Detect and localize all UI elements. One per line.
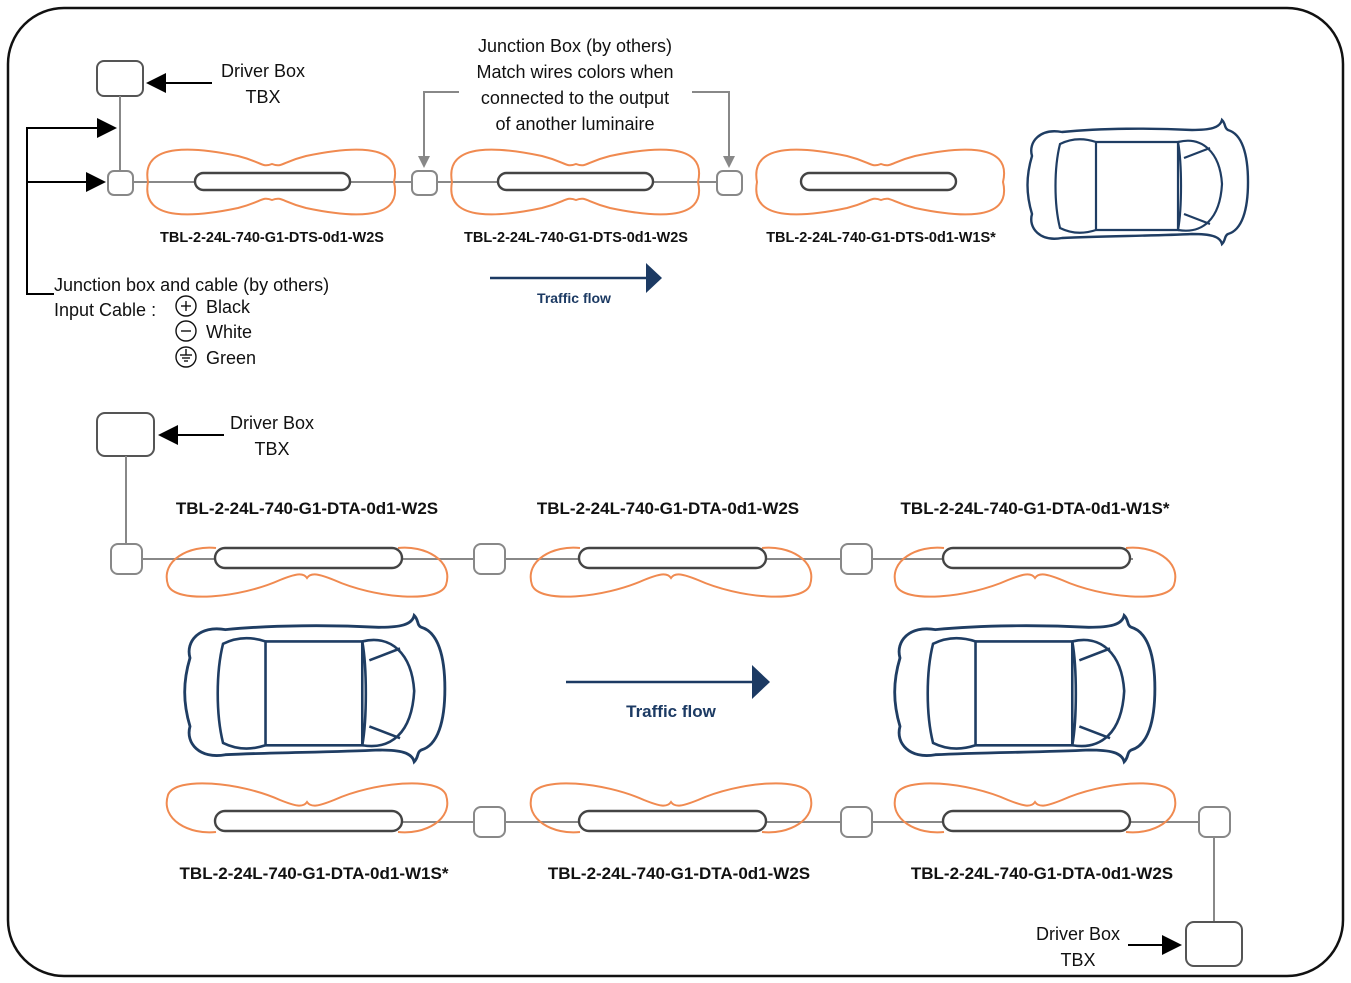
- luminaire: [529, 546, 813, 598]
- driver-box-label: Driver Box: [221, 61, 305, 81]
- minus-icon: [175, 320, 197, 342]
- luminaire-label: TBL-2-24L-740-G1-DTS-0d1-W2S: [464, 230, 688, 246]
- luminaire-label: TBL-2-24L-740-G1-DTS-0d1-W2S: [160, 230, 384, 246]
- driver-box-label: TBX: [245, 87, 280, 107]
- luminaire-label: TBL-2-24L-740-G1-DTA-0d1-W1S*: [180, 864, 449, 883]
- luminaire-label: TBL-2-24L-740-G1-DTA-0d1-W2S: [548, 864, 810, 883]
- driver-box-label: Driver Box: [230, 413, 314, 433]
- junction-box: [840, 806, 873, 838]
- luminaire-label: TBL-2-24L-740-G1-DTS-0d1-W1S*: [766, 230, 996, 246]
- plus-icon: [175, 295, 197, 317]
- traffic-flow-label: Traffic flow: [537, 290, 611, 306]
- luminaire-label: TBL-2-24L-740-G1-DTA-0d1-W2S: [176, 499, 438, 518]
- traffic-flow-arrow: [490, 263, 662, 293]
- luminaire: [165, 782, 449, 834]
- input-note-line: Junction box and cable (by others): [54, 275, 329, 295]
- wire-color-label: Green: [206, 348, 256, 368]
- junction-box: [411, 170, 438, 196]
- luminaire: [755, 148, 1006, 216]
- luminaire: [450, 148, 701, 216]
- junction-box: [473, 806, 506, 838]
- luminaire: [146, 148, 397, 216]
- junction-box: [716, 170, 743, 196]
- wire-color-label: Black: [206, 297, 251, 317]
- driver-box-label: TBX: [254, 439, 289, 459]
- input-note-line: Input Cable :: [54, 300, 156, 320]
- junction-note-line: connected to the output: [481, 88, 669, 108]
- junction-box: [473, 543, 506, 575]
- wire-color-label: White: [206, 322, 252, 342]
- ground-icon: [175, 346, 197, 368]
- driver-box: [96, 60, 144, 97]
- luminaire: [165, 546, 449, 598]
- car-icon: [893, 614, 1157, 764]
- car-icon: [183, 614, 447, 764]
- luminaire: [893, 546, 1177, 598]
- car-icon: [1026, 118, 1250, 246]
- bottom-section: Driver Box TBX TBL-2-24L-740-G1-DTA-0d1-…: [96, 412, 1243, 970]
- luminaire-label: TBL-2-24L-740-G1-DTA-0d1-W2S: [537, 499, 799, 518]
- junction-box: [840, 543, 873, 575]
- luminaire-label: TBL-2-24L-740-G1-DTA-0d1-W2S: [911, 864, 1173, 883]
- driver-box-label: TBX: [1060, 950, 1095, 970]
- junction-note-line: Match wires colors when: [476, 62, 673, 82]
- junction-note-line: of another luminaire: [495, 114, 654, 134]
- driver-box-label: Driver Box: [1036, 924, 1120, 944]
- top-section: Driver Box TBX Junction Box (by others) …: [26, 36, 1250, 368]
- input-bracket: [26, 118, 117, 295]
- outer-frame: [6, 6, 1345, 978]
- junction-box: [107, 170, 134, 196]
- luminaire: [893, 782, 1177, 834]
- junction-box: [1198, 806, 1231, 838]
- traffic-flow-arrow: [566, 665, 770, 699]
- traffic-flow-label: Traffic flow: [626, 702, 717, 721]
- junction-note-line: Junction Box (by others): [478, 36, 672, 56]
- driver-box: [96, 412, 155, 457]
- luminaire-label: TBL-2-24L-740-G1-DTA-0d1-W1S*: [901, 499, 1170, 518]
- driver-box: [1185, 921, 1243, 967]
- junction-box: [110, 543, 143, 575]
- luminaire: [529, 782, 813, 834]
